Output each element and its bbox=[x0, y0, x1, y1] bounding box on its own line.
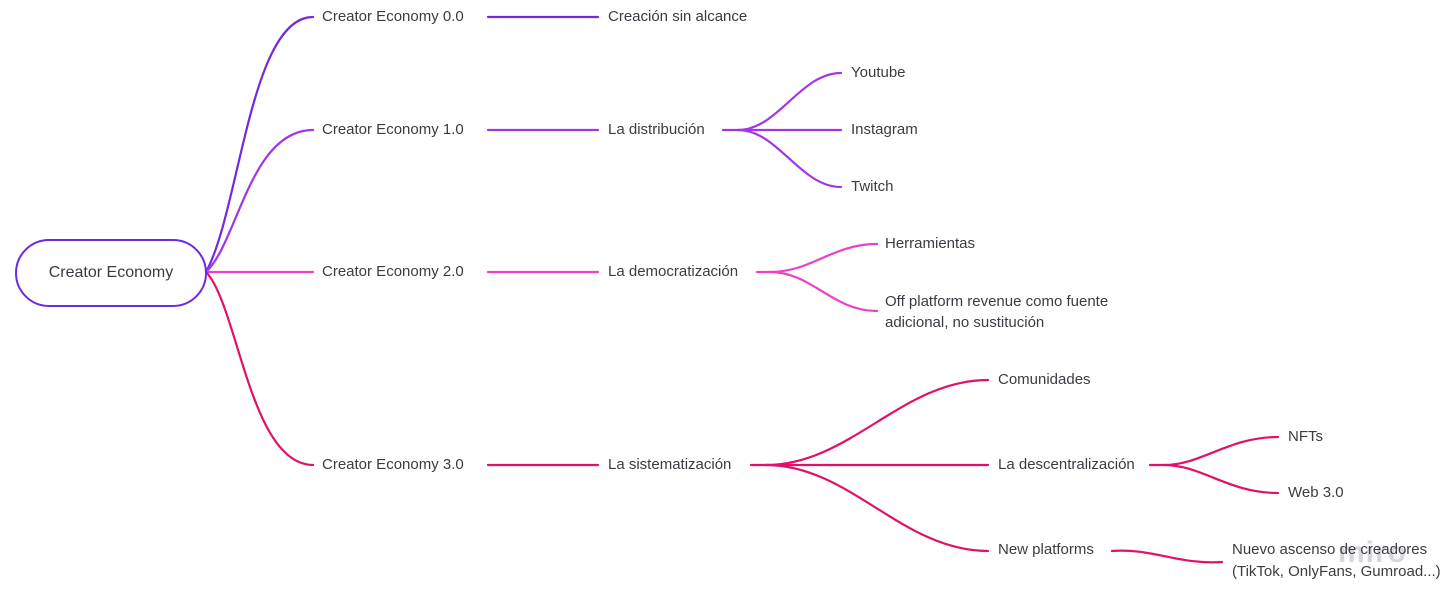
node-creator-economy-2-0[interactable]: Creator Economy 2.0 bbox=[322, 263, 464, 280]
connector-root-to-ce3 bbox=[204, 270, 315, 467]
node-la-distribucion[interactable]: La distribución bbox=[608, 121, 705, 138]
root-node[interactable]: Creator Economy bbox=[15, 239, 207, 307]
node-twitch[interactable]: Twitch bbox=[851, 178, 894, 195]
connector-descentralizacion-to-web30 bbox=[1162, 463, 1280, 495]
root-node-label: Creator Economy bbox=[48, 264, 174, 281]
node-la-sistematizacion[interactable]: La sistematización bbox=[608, 456, 732, 473]
node-web-3-0[interactable]: Web 3.0 bbox=[1288, 484, 1344, 501]
node-nfts[interactable]: NFTs bbox=[1288, 428, 1323, 445]
connector-newplatforms-to-nuevo bbox=[1110, 549, 1224, 564]
node-off-platform-revenue[interactable]: Off platform revenue como fuente adicion… bbox=[885, 293, 1109, 331]
connector-distribucion-to-twitch bbox=[736, 128, 843, 189]
node-herramientas[interactable]: Herramientas bbox=[885, 235, 976, 252]
node-new-platforms[interactable]: New platforms bbox=[998, 541, 1094, 558]
node-la-democratizacion[interactable]: La democratización bbox=[608, 263, 739, 280]
branch-ce1-edges bbox=[204, 71, 843, 274]
connector-sistematizacion-to-comunidades bbox=[764, 378, 990, 467]
branch-ce0-edges bbox=[204, 15, 600, 274]
connector-root-to-ce0 bbox=[204, 15, 315, 274]
connector-descentralizacion-to-nfts bbox=[1162, 435, 1280, 467]
connector-democratizacion-to-offplatform bbox=[768, 270, 879, 313]
branch-ce3-edges bbox=[204, 270, 1280, 564]
node-creator-economy-1-0[interactable]: Creator Economy 1.0 bbox=[322, 121, 464, 138]
miro-watermark: miro bbox=[1338, 536, 1408, 569]
node-youtube[interactable]: Youtube bbox=[851, 64, 906, 81]
connector-sistematizacion-to-newplatforms bbox=[764, 463, 990, 553]
node-nuevo-ascenso-de-creadores[interactable]: Nuevo ascenso de creadores (TikTok, Only… bbox=[1232, 541, 1441, 580]
node-comunidades[interactable]: Comunidades bbox=[998, 371, 1091, 388]
branch-ce2-edges bbox=[204, 242, 879, 313]
connector-distribucion-to-youtube bbox=[736, 71, 843, 132]
node-instagram[interactable]: Instagram bbox=[851, 121, 918, 138]
node-creator-economy-3-0[interactable]: Creator Economy 3.0 bbox=[322, 456, 464, 473]
node-la-descentralizacion[interactable]: La descentralización bbox=[998, 456, 1135, 473]
connector-root-to-ce1 bbox=[204, 128, 315, 274]
node-creacion-sin-alcance[interactable]: Creación sin alcance bbox=[608, 8, 748, 25]
node-creator-economy-0-0[interactable]: Creator Economy 0.0 bbox=[322, 8, 464, 25]
connector-democratizacion-to-herramientas bbox=[768, 242, 879, 274]
